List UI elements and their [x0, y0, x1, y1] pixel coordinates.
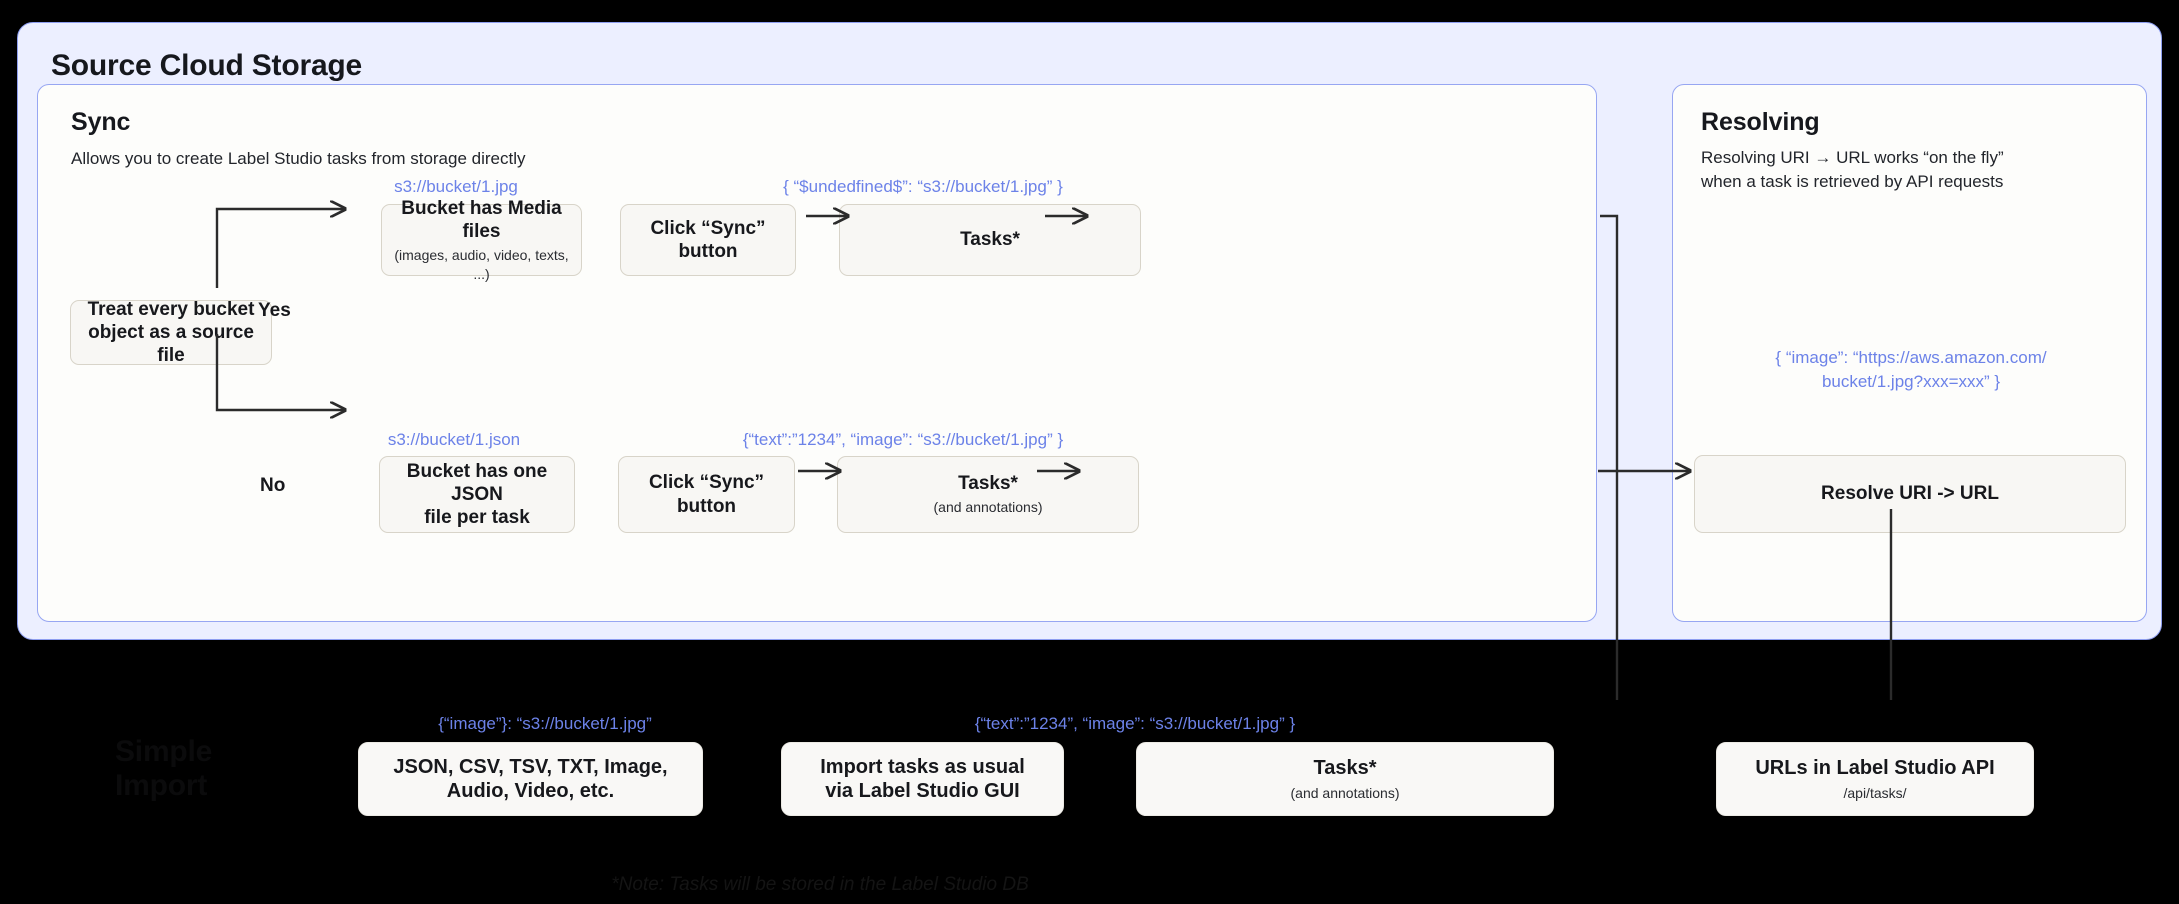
resolving-panel-title: Resolving: [1701, 108, 1820, 136]
annotation-simple-import-tasks: {“text”:”1234”, “image”: “s3://bucket/1.…: [974, 714, 1296, 733]
resolving-panel: Resolving Resolving URI → URL works “on …: [1672, 84, 2147, 622]
node-subtitle: (and annotations): [933, 499, 1043, 516]
node-title: Click “Sync” button: [648, 472, 765, 517]
node-title-line1: Import tasks as usual: [820, 755, 1025, 778]
sync-panel-subtitle: Allows you to create Label Studio tasks …: [71, 149, 526, 168]
node-title: Bucket has Media files: [401, 198, 562, 243]
node-subtitle: (and annotations): [1290, 784, 1400, 801]
node-title: Bucket has one JSON: [406, 460, 548, 505]
node-subtitle: /api/tasks/: [1843, 784, 1907, 801]
node-title-line2: via Label Studio GUI: [825, 780, 1020, 802]
branch-label-no: No: [260, 475, 286, 496]
simple-import-heading: Simple Import: [115, 735, 305, 802]
node-import-tasks-via-gui[interactable]: Import tasks as usual via Label Studio G…: [781, 742, 1064, 816]
node-resolve-uri-to-url[interactable]: Resolve URI -> URL: [1694, 455, 2126, 533]
node-subtitle: (images, audio, video, texts, ...): [394, 247, 569, 282]
node-bucket-has-one-json-file[interactable]: Bucket has one JSON file per task: [379, 456, 575, 533]
annotation-row2-uri: s3://bucket/1.json: [387, 430, 521, 449]
decision-node-treat-bucket-object[interactable]: Treat every bucket object as a source fi…: [70, 298, 272, 367]
source-cloud-storage-card: Source Cloud Storage Sync Allows you to …: [17, 22, 2162, 640]
node-click-sync-button-row1[interactable]: Click “Sync” button: [620, 204, 796, 276]
node-title: Tasks*: [1313, 757, 1377, 780]
node-title: Tasks*: [960, 229, 1020, 251]
annotation-resolved-url-line1: { “image”: “https://aws.amazon.com/: [1775, 348, 2047, 367]
decision-node-line2: object as a source file: [88, 321, 254, 367]
annotation-row1-result: { “$undedfined$”: “s3://bucket/1.jpg” }: [783, 177, 1063, 196]
node-tasks-bottom[interactable]: Tasks* (and annotations): [1136, 742, 1554, 816]
node-title: URLs in Label Studio API: [1755, 757, 1995, 780]
simple-import-heading-line1: Simple: [115, 735, 213, 768]
node-title-line2: Audio, Video, etc.: [446, 780, 615, 802]
footer-note: *Note: Tasks will be stored in the Label…: [611, 874, 1029, 895]
node-click-sync-button-row2[interactable]: Click “Sync” button: [618, 456, 795, 533]
node-title: Click “Sync” button: [650, 217, 766, 262]
annotation-row2-result: {“text”:”1234”, “image”: “s3://bucket/1.…: [742, 430, 1064, 449]
resolving-panel-subtitle-line2: when a task is retrieved by API requests: [1701, 172, 2004, 191]
resolving-panel-subtitle-line1: Resolving URI → URL works “on the fly”: [1701, 148, 2004, 167]
node-title: Resolve URI -> URL: [1821, 483, 1999, 505]
annotation-row1-uri: s3://bucket/1.jpg: [394, 177, 518, 196]
branch-label-yes: Yes: [258, 300, 291, 321]
node-tasks-row1[interactable]: Tasks*: [839, 204, 1141, 276]
page-title: Source Cloud Storage: [51, 49, 363, 82]
annotation-resolved-url-line2: bucket/1.jpg?xxx=xxx” }: [1821, 372, 2001, 391]
node-urls-in-label-studio-api[interactable]: URLs in Label Studio API /api/tasks/: [1716, 742, 2034, 816]
annotation-simple-import-formats: {“image”}: “s3://bucket/1.jpg”: [438, 714, 652, 733]
node-title-line1: JSON, CSV, TSV, TXT, Image,: [393, 755, 668, 778]
decision-node-line1: Treat every bucket: [87, 298, 255, 320]
node-supported-formats[interactable]: JSON, CSV, TSV, TXT, Image, Audio, Video…: [358, 742, 703, 816]
node-bucket-has-media-files[interactable]: Bucket has Media files (images, audio, v…: [381, 198, 582, 282]
sync-panel: Sync Allows you to create Label Studio t…: [37, 84, 1597, 622]
simple-import-heading-line2: Import: [115, 768, 208, 802]
node-tasks-row2[interactable]: Tasks* (and annotations): [837, 456, 1139, 533]
node-title: Tasks*: [958, 473, 1018, 495]
sync-panel-title: Sync: [71, 108, 131, 136]
node-subtitle: file per task: [424, 507, 530, 529]
